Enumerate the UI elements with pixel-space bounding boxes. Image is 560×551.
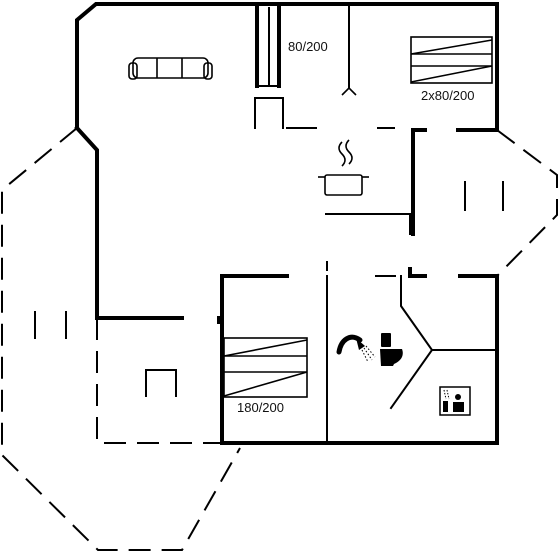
bed-label-2x80: 2x80/200: [421, 88, 475, 103]
bed-label-180: 180/200: [237, 400, 284, 415]
shower-icon: [336, 334, 376, 363]
sofa-icon: [128, 57, 213, 80]
toilet-icon: [380, 333, 403, 366]
bed-label-80: 80/200: [288, 39, 328, 54]
terraces: [1, 127, 558, 551]
bed-2x80: [410, 36, 493, 84]
interior-walls: [254, 2, 496, 444]
washing-machine-icon: [439, 386, 471, 416]
cooking-pot-icon: [318, 139, 369, 196]
terrace-markers: [34, 181, 504, 397]
bed-180: [223, 337, 308, 398]
outer-walls: [74, 2, 499, 445]
